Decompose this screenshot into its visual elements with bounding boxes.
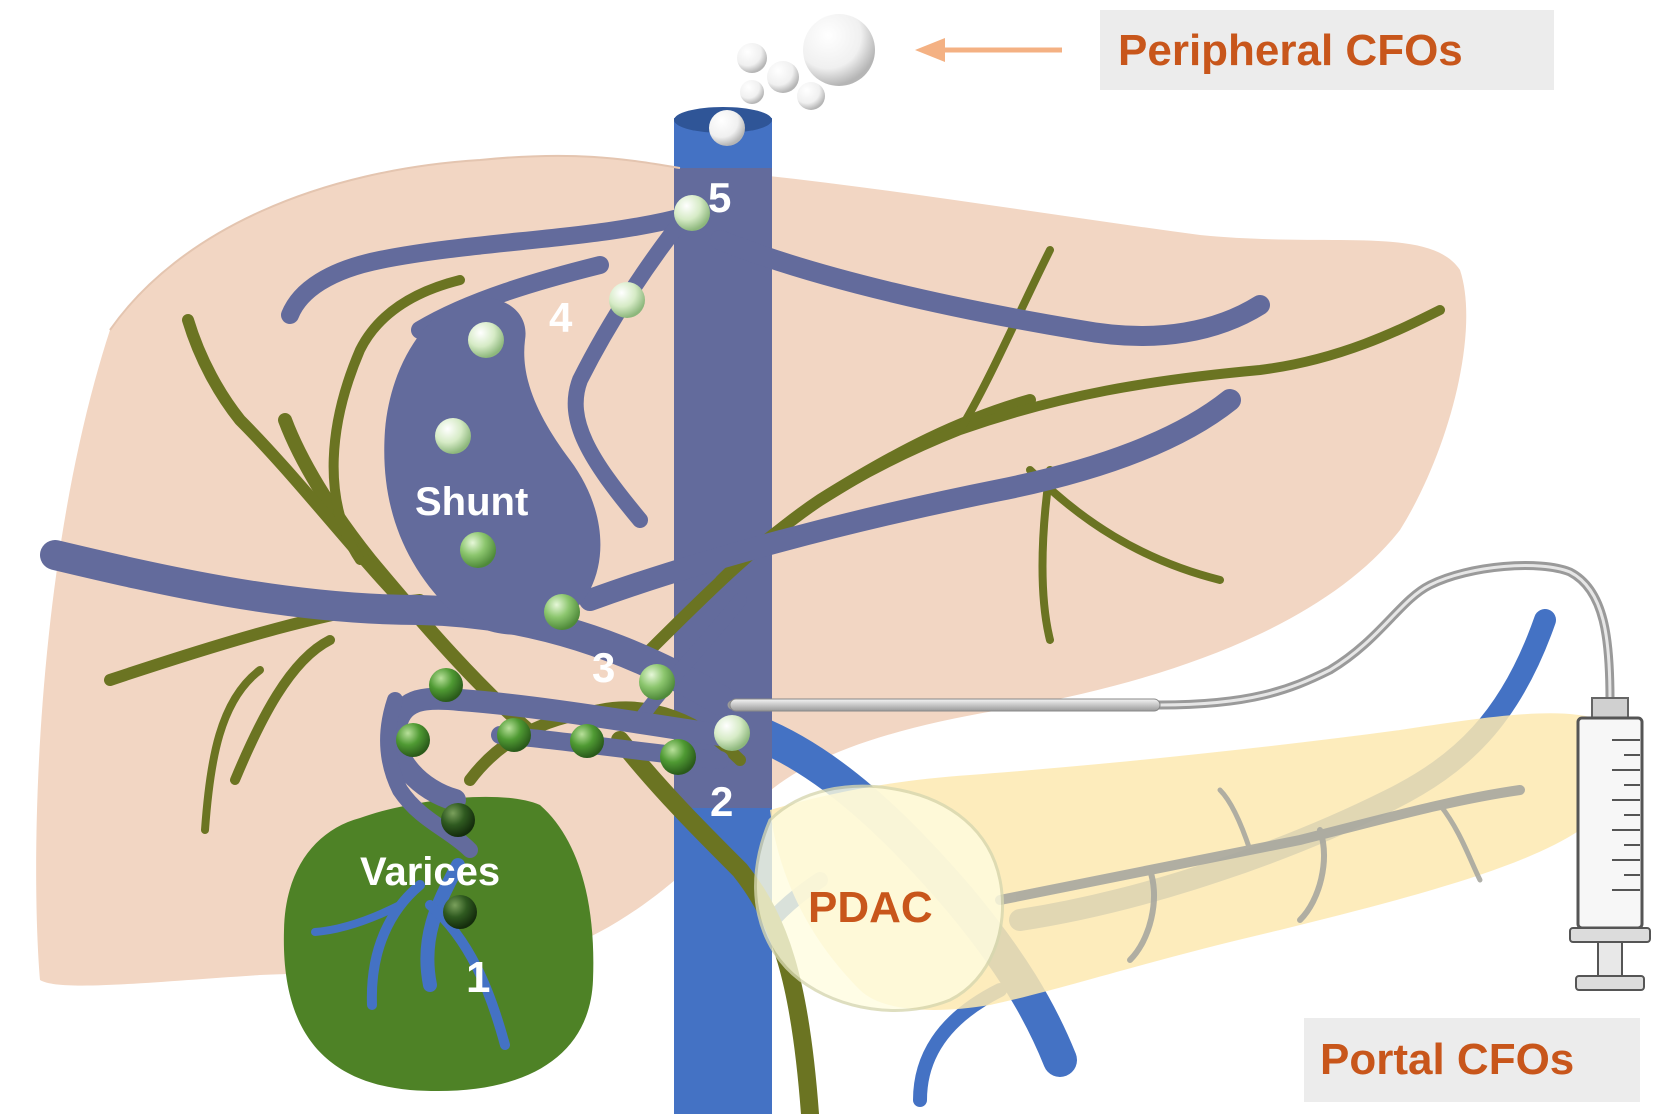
portal-label-box <box>1304 1018 1640 1102</box>
shunt <box>384 297 601 635</box>
marker-4: 4 <box>549 294 573 341</box>
peripheral-label-box <box>1100 10 1554 90</box>
label-varices: Varices <box>360 850 500 894</box>
label-peripheral-cfos: Peripheral CFOs <box>1118 26 1463 75</box>
marker-5: 5 <box>708 174 731 221</box>
marker-1: 1 <box>466 953 490 1002</box>
arrow-icon <box>915 38 1062 62</box>
peripheral-bubbles <box>709 14 875 146</box>
gallbladder <box>283 796 594 1092</box>
syringe-icon <box>1569 697 1651 991</box>
marker-2: 2 <box>710 778 733 825</box>
cfo-spheres <box>396 195 750 929</box>
label-pdac: PDAC <box>808 883 933 932</box>
bile-ducts <box>104 246 1445 1114</box>
hepatic-veins <box>40 202 1270 727</box>
label-portal-cfos: Portal CFOs <box>1320 1035 1575 1084</box>
pdac-tumor <box>754 784 1005 1012</box>
label-shunt: Shunt <box>415 480 528 524</box>
marker-3: 3 <box>592 644 615 691</box>
catheter <box>727 561 1615 712</box>
